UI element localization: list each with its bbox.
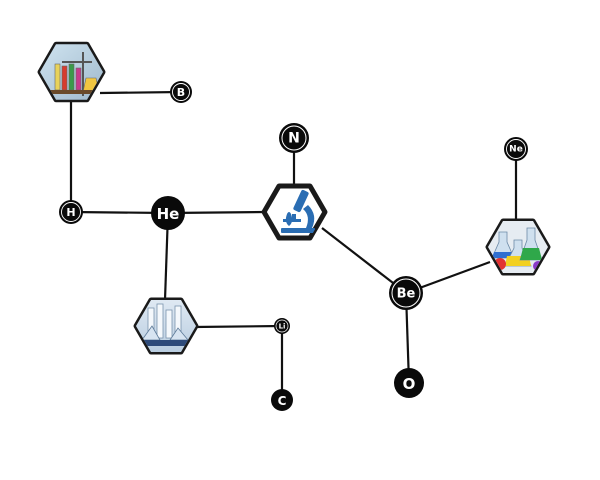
- microscope-icon: [281, 189, 315, 233]
- atom-label-B: B: [177, 86, 185, 99]
- hex-microscope: [261, 183, 328, 241]
- bond-hex2-Be: [321, 227, 407, 294]
- atom-label-C: C: [278, 394, 287, 408]
- atom-B: B: [170, 81, 192, 103]
- atom-N: N: [279, 123, 309, 153]
- atom-Be: Be: [389, 276, 423, 310]
- atom-He: He: [151, 196, 185, 230]
- bond-hex1-B: [99, 90, 182, 95]
- atom-Li: Li: [274, 318, 290, 334]
- atoms: B H He N Ne Be Li: [59, 81, 528, 411]
- hex-colored-flasks: [485, 218, 551, 276]
- atom-label-Be: Be: [397, 287, 416, 302]
- bond-hex3-Li: [193, 324, 283, 329]
- atom-label-Ne: Ne: [509, 145, 523, 155]
- atom-label-Li: Li: [279, 323, 286, 331]
- atom-label-O: O: [403, 375, 416, 393]
- hex-lab-equipment: [37, 41, 106, 103]
- atom-O: O: [394, 368, 424, 398]
- atom-H: H: [59, 200, 83, 224]
- hex-test-tubes: [133, 297, 199, 355]
- atom-label-H: H: [66, 206, 75, 219]
- atom-label-N: N: [288, 131, 300, 147]
- atom-label-He: He: [157, 205, 180, 223]
- atom-C: C: [271, 389, 293, 411]
- atom-Ne: Ne: [504, 137, 528, 161]
